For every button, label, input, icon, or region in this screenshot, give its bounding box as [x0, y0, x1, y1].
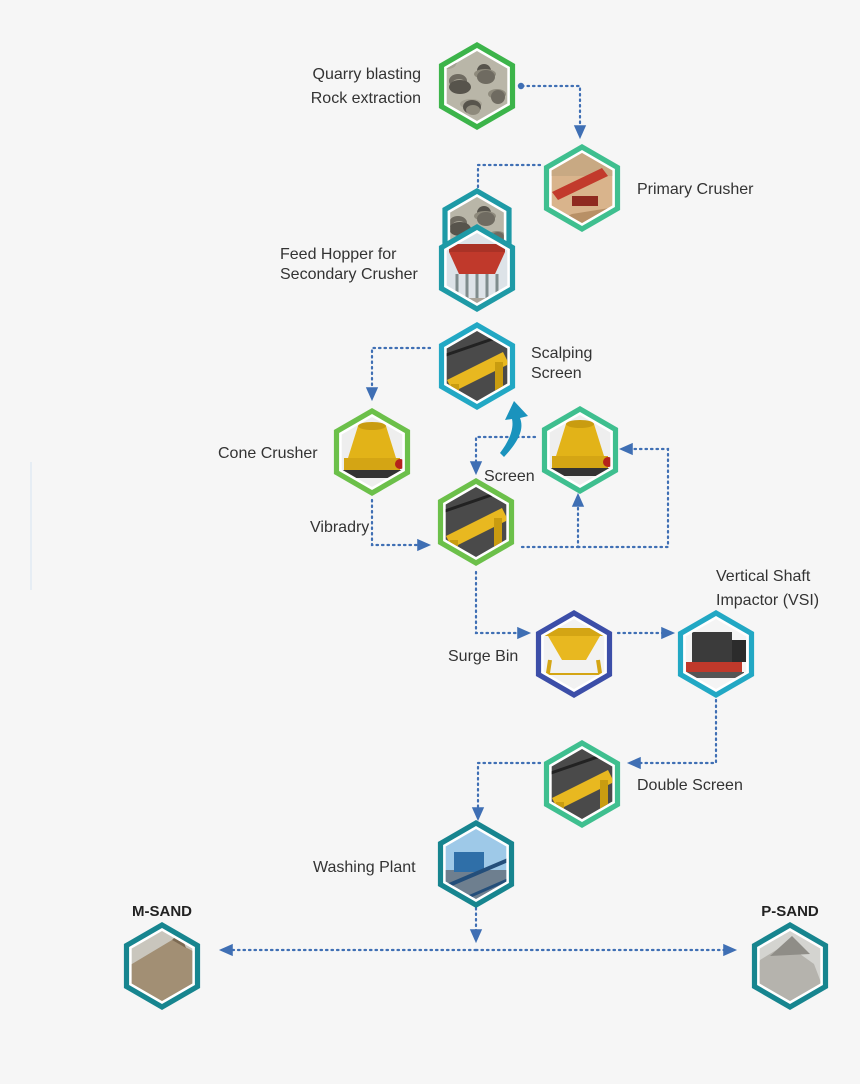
- sand-heap-photo: [759, 931, 821, 1001]
- stage-labels: Quarry blasting Rock extraction Primary …: [132, 66, 819, 920]
- rock-pile-photo: [446, 51, 508, 121]
- node-vibradry: [437, 478, 515, 566]
- sand-heap-photo: [131, 931, 193, 1001]
- flow-loop-right: [576, 442, 670, 549]
- flow-quarry-to-primary: [520, 84, 587, 140]
- flow-vibradry-to-cone2: [520, 492, 585, 549]
- vsi-machine-photo: [685, 619, 747, 689]
- cone-crusher-photo: [341, 417, 403, 487]
- node-vsi: [677, 610, 755, 698]
- node-double: [543, 740, 621, 828]
- double-screen-photo: [551, 749, 613, 819]
- node-surge: [535, 610, 613, 698]
- vibrating-screen-photo: [446, 331, 508, 401]
- flow-vsi-to-double: [626, 698, 718, 770]
- screen-label: Screen: [484, 468, 535, 485]
- node-psand: [751, 922, 829, 1010]
- quarry-label-line2: Rock extraction: [311, 90, 421, 107]
- flow-connectors: [218, 82, 738, 957]
- node-scalping: [438, 322, 516, 410]
- flow-primary-to-hopper: [476, 163, 542, 194]
- node-quarry: [438, 42, 516, 130]
- flow-screen-to-vibradry: [469, 435, 537, 476]
- node-hopper: [438, 224, 516, 312]
- node-cone2: [541, 406, 619, 494]
- surge-bin-label: Surge Bin: [448, 648, 518, 665]
- vibradry-screen-photo: [445, 487, 507, 557]
- quarry-label-line1: Quarry blasting: [313, 66, 422, 83]
- washing-plant-photo: [445, 829, 507, 899]
- flow-scalping-to-cone: [365, 346, 432, 402]
- vsi-label-line2: Impactor (VSI): [716, 592, 819, 609]
- node-primary: [543, 144, 621, 232]
- process-nodes: [123, 42, 829, 1010]
- primary-crusher-label: Primary Crusher: [637, 181, 754, 198]
- scalping-label-line1: Scalping: [531, 345, 592, 362]
- washing-plant-label: Washing Plant: [313, 859, 416, 876]
- psand-label: P-SAND: [761, 903, 819, 920]
- msand-label: M-SAND: [132, 903, 192, 920]
- flow-cone-to-vibradry: [370, 498, 432, 552]
- scalping-label-line2: Screen: [531, 365, 582, 382]
- recycle-arrow-icon: [500, 401, 528, 457]
- crusher-machine-photo: [551, 153, 613, 223]
- node-washing: [437, 820, 515, 908]
- vsi-label-line1: Vertical Shaft: [716, 568, 811, 585]
- cone-crusher-photo: [549, 415, 611, 485]
- flow-vibradry-to-surge: [474, 570, 532, 640]
- hopper-label-line1: Feed Hopper for: [280, 246, 397, 263]
- hopper-label-line2: Secondary Crusher: [280, 266, 419, 283]
- node-msand: [123, 922, 201, 1010]
- double-screen-label: Double Screen: [637, 777, 743, 794]
- cone-crusher-label: Cone Crusher: [218, 445, 318, 462]
- flow-double-to-washing: [471, 761, 542, 822]
- surge-bin-photo: [543, 619, 605, 689]
- vibradry-label: Vibradry: [310, 519, 369, 536]
- node-cone: [333, 408, 411, 496]
